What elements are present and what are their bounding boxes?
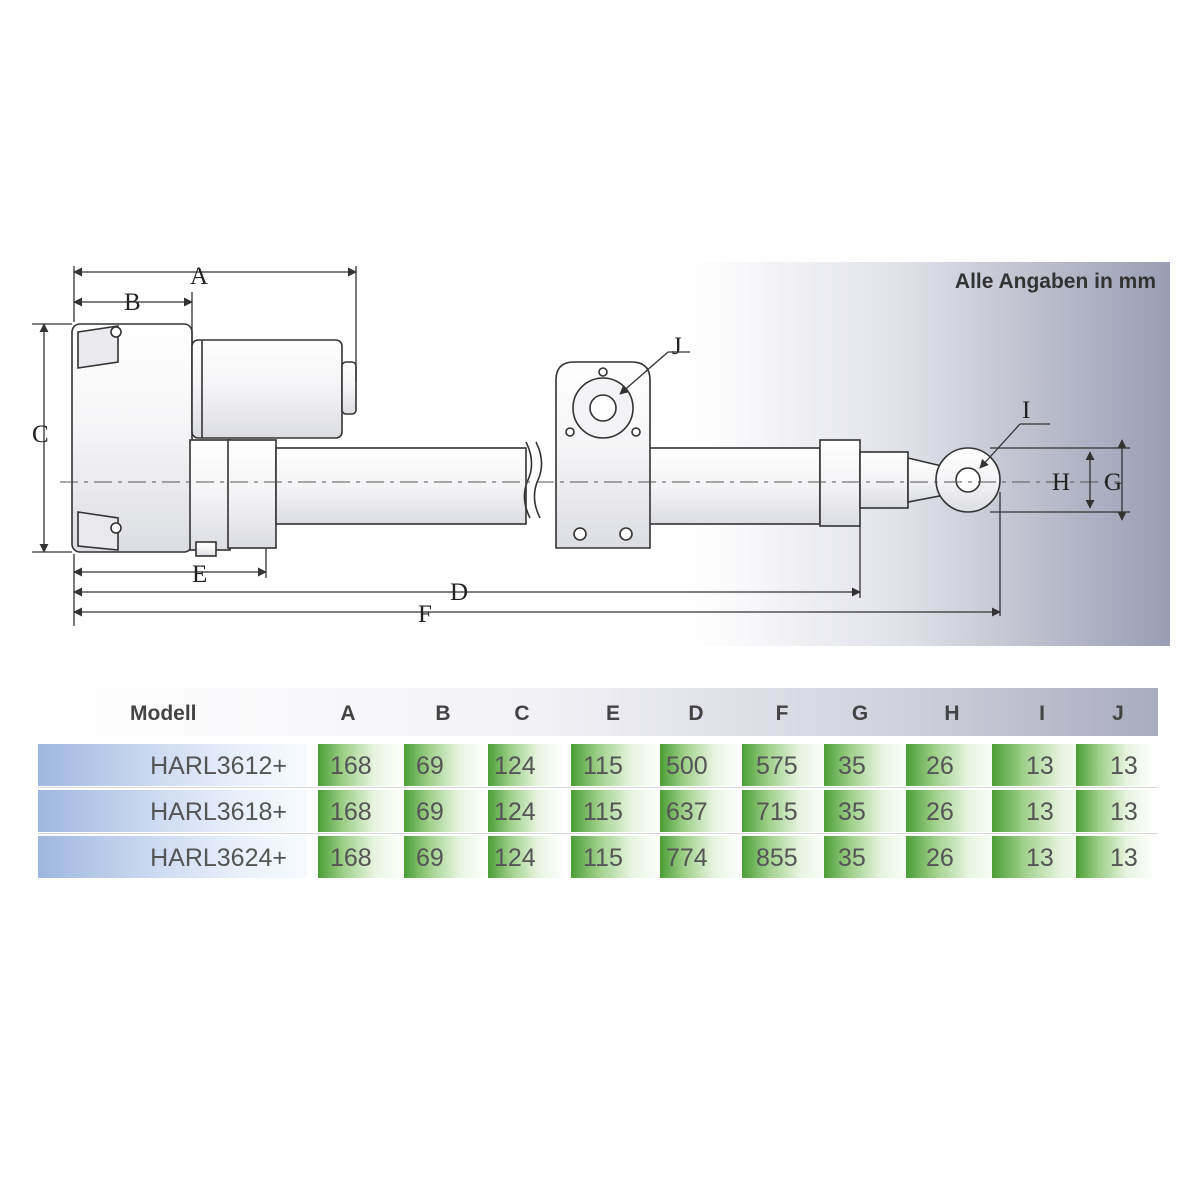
cell-c: 124 <box>488 744 565 786</box>
dim-label-b: B <box>124 289 141 316</box>
cell-model: HARL3618+ <box>38 790 308 832</box>
cell-g: 35 <box>824 836 913 878</box>
cell-e: 115 <box>571 836 664 878</box>
header-f: F <box>775 702 789 725</box>
header-h: H <box>944 702 960 725</box>
dim-label-c: C <box>32 421 49 448</box>
dimension-lines <box>32 266 1130 626</box>
cell-a: 168 <box>318 744 405 786</box>
header-i: I <box>1039 702 1045 725</box>
row-separator <box>38 833 1158 834</box>
cell-h: 26 <box>906 744 1003 786</box>
cell-a: 168 <box>318 790 405 832</box>
cell-b: 69 <box>404 790 489 832</box>
front-bracket <box>555 361 651 549</box>
cell-d: 500 <box>660 744 743 786</box>
cell-d: 637 <box>660 790 743 832</box>
dim-label-i: I <box>1022 397 1030 424</box>
dim-label-e: E <box>192 561 207 588</box>
cell-e: 115 <box>571 790 664 832</box>
cell-e: 115 <box>571 744 664 786</box>
units-note: Alle Angaben in mm <box>954 270 1156 293</box>
cell-model: HARL3624+ <box>38 836 308 878</box>
cell-f: 855 <box>742 836 831 878</box>
outer-tube <box>227 439 951 549</box>
cell-j: 13 <box>1076 744 1155 786</box>
header-b: B <box>435 702 451 725</box>
motor-housing <box>71 323 357 557</box>
technical-drawing-panel: A B C J I H G E D F Alle Angaben in mm <box>30 262 1170 646</box>
cell-g: 35 <box>824 744 913 786</box>
cell-model: HARL3612+ <box>38 744 308 786</box>
header-c: C <box>514 702 530 725</box>
row-separator <box>38 787 1158 788</box>
cell-a: 168 <box>318 836 405 878</box>
cell-d: 774 <box>660 836 743 878</box>
cell-h: 26 <box>906 836 1003 878</box>
dim-label-h: H <box>1052 469 1070 496</box>
dim-label-a: A <box>190 263 208 290</box>
dim-label-j: J <box>672 333 682 360</box>
table-header: Modell A B C E D F G H I J <box>38 688 1158 736</box>
cell-c: 124 <box>488 836 565 878</box>
rod-eye <box>935 447 1001 513</box>
cell-j: 13 <box>1076 836 1155 878</box>
cell-b: 69 <box>404 744 489 786</box>
header-j: J <box>1112 702 1124 725</box>
dim-label-d: D <box>450 579 468 606</box>
cell-f: 715 <box>742 790 831 832</box>
cell-c: 124 <box>488 790 565 832</box>
header-d: D <box>688 702 704 725</box>
cell-g: 35 <box>824 790 913 832</box>
cell-h: 26 <box>906 790 1003 832</box>
header-modell: Modell <box>130 702 197 725</box>
cell-j: 13 <box>1076 790 1155 832</box>
header-a: A <box>340 702 356 725</box>
cell-f: 575 <box>742 744 831 786</box>
actuator-drawing: A B C J I H G E D F <box>30 262 1170 646</box>
header-g: G <box>851 702 869 725</box>
table-row: HARL3624+ 168 69 124 115 774 855 35 26 1… <box>38 834 1158 878</box>
dim-label-g: G <box>1104 469 1122 496</box>
table-row: HARL3618+ 168 69 124 115 637 715 35 26 1… <box>38 788 1158 832</box>
cell-b: 69 <box>404 836 489 878</box>
table-row: HARL3612+ 168 69 124 115 500 575 35 26 1… <box>38 742 1158 786</box>
header-e: E <box>605 702 620 725</box>
dim-label-f: F <box>418 601 432 628</box>
